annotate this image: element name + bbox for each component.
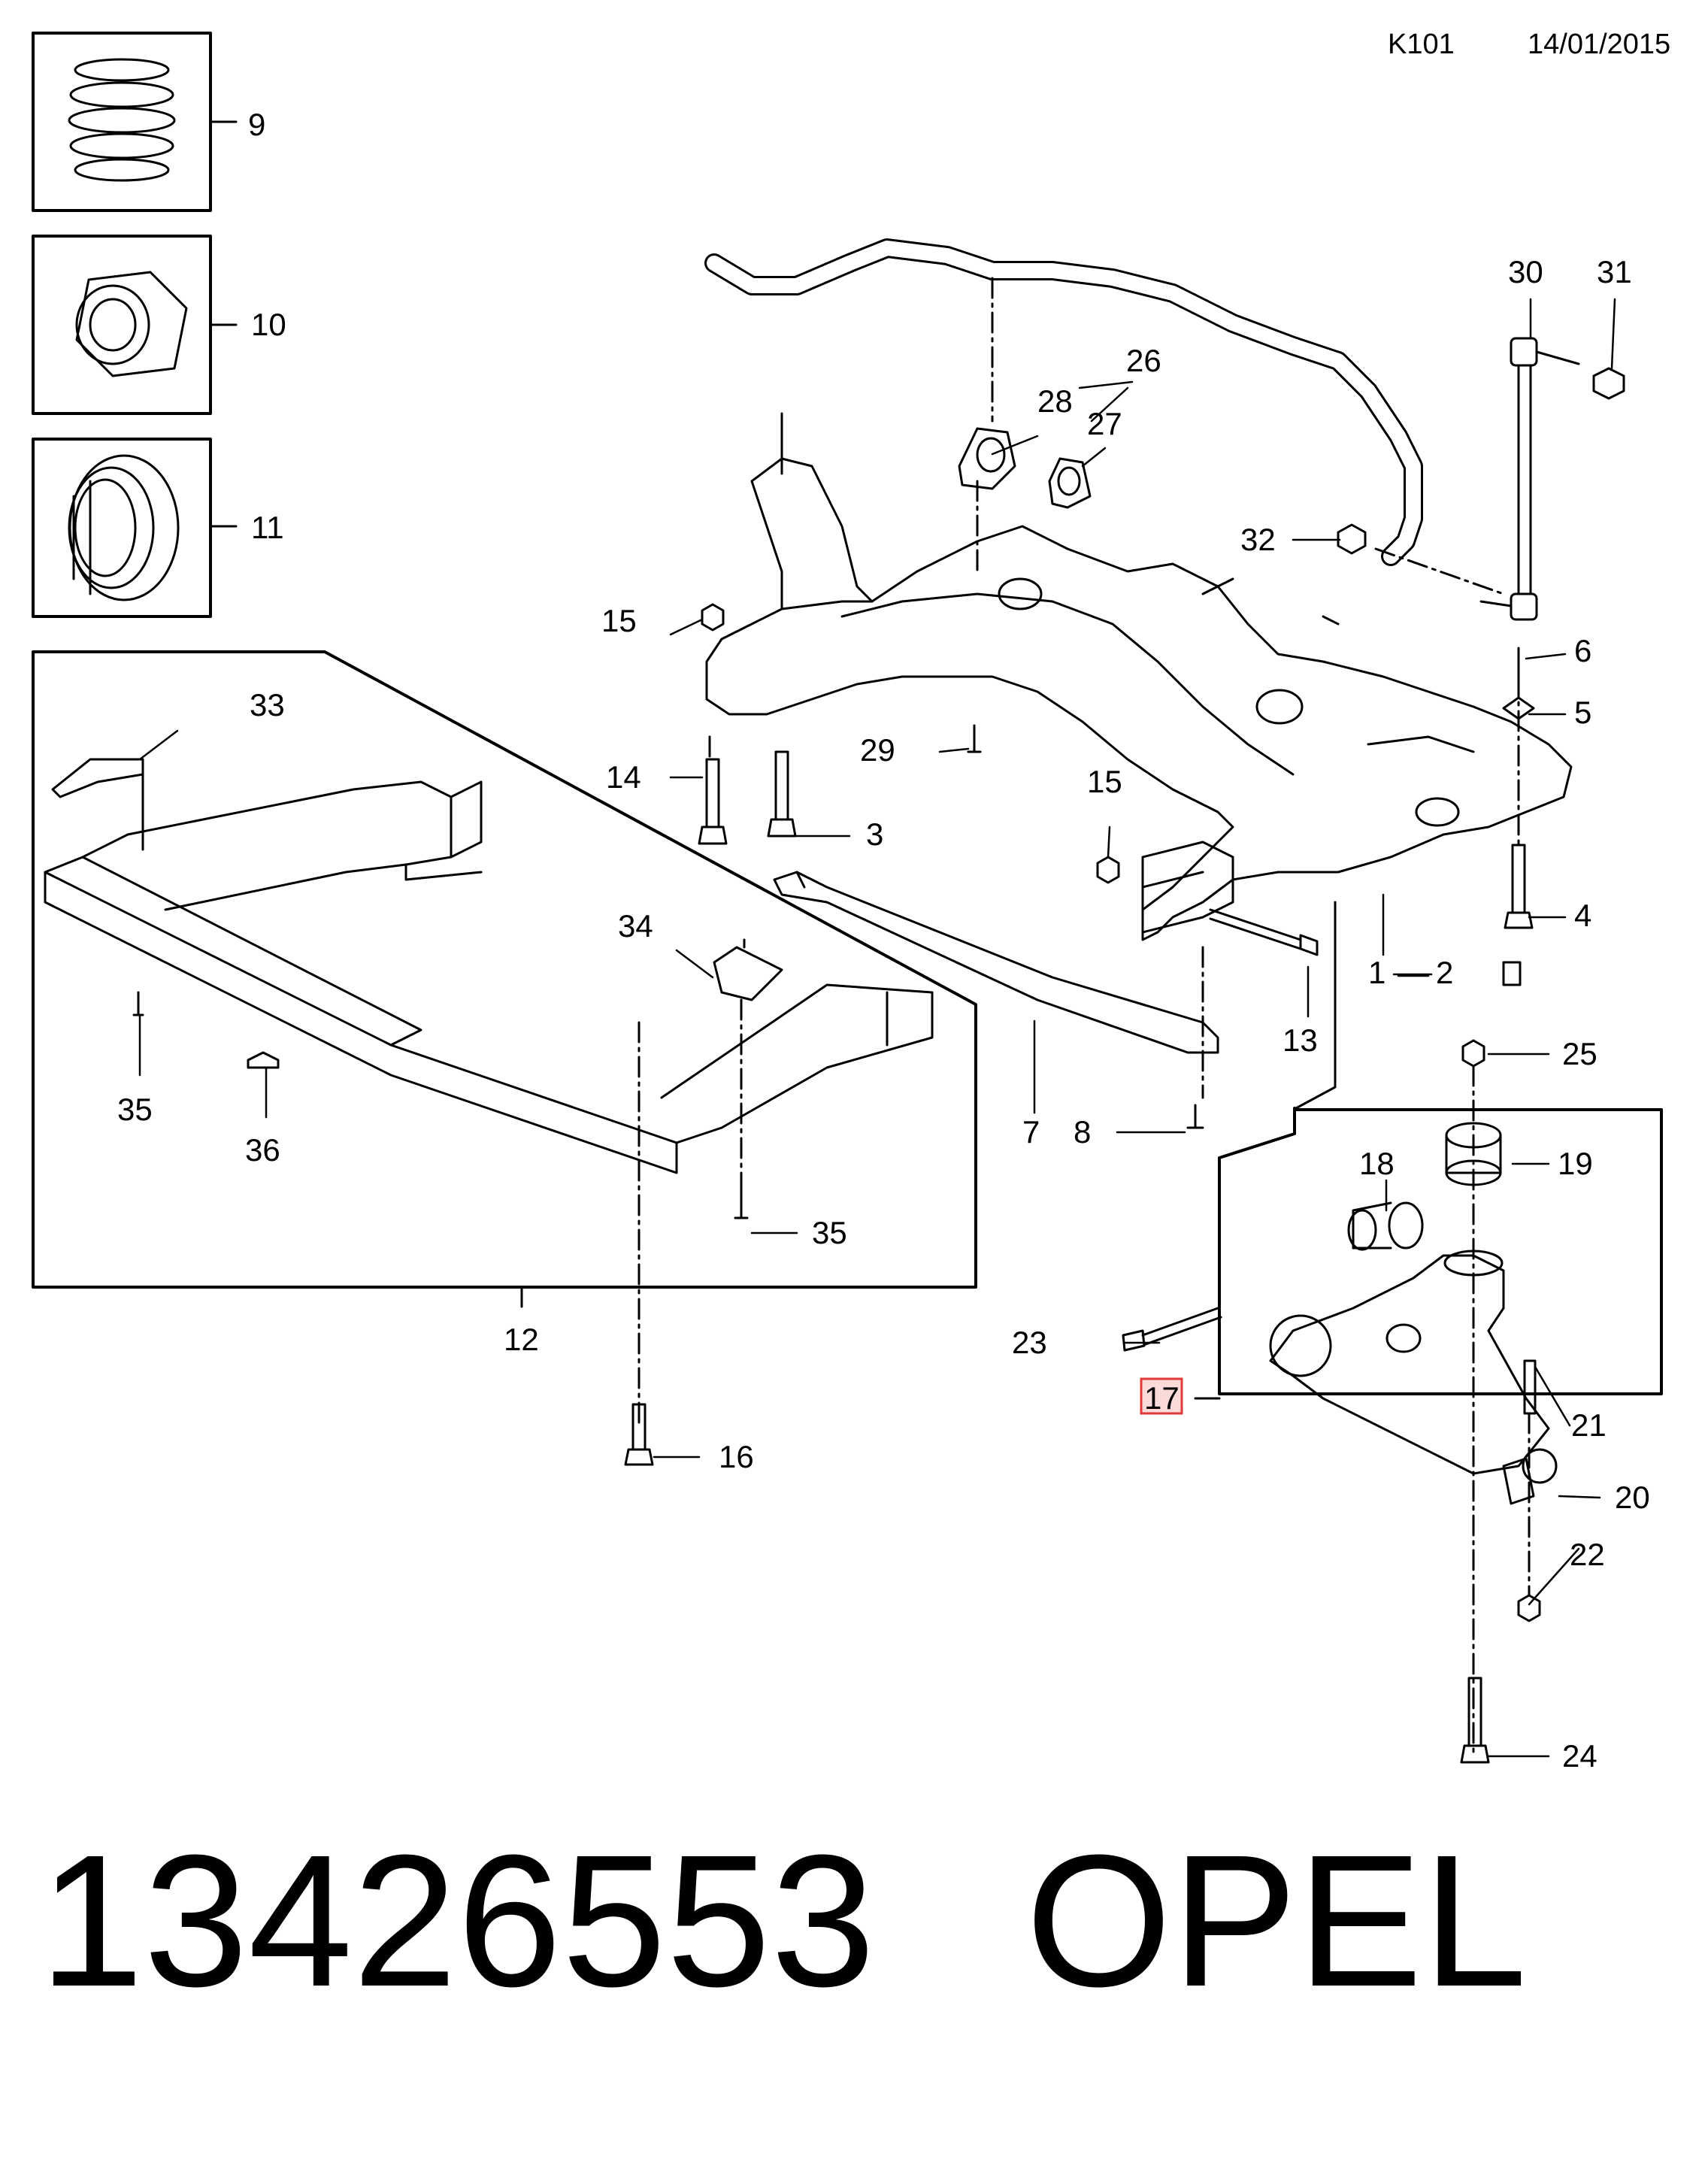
bolt-icon-16 <box>624 1403 654 1466</box>
callout-27: 27 <box>1087 406 1122 441</box>
stabilizer-link-icon <box>1479 337 1580 621</box>
callout-32: 32 <box>1240 522 1276 557</box>
hex-nut-icon <box>75 271 188 377</box>
callout-3: 3 <box>866 816 883 852</box>
screw-icon-35-right <box>734 1171 749 1219</box>
bushing-icon-18 <box>1347 1201 1424 1251</box>
ball-joint-icon-20 <box>1502 1448 1558 1505</box>
brace-icon <box>773 871 1219 1099</box>
lower-control-arm-icon <box>1269 1250 1550 1475</box>
nut-icon-15-left <box>701 603 725 632</box>
callout-26: 26 <box>1126 343 1161 378</box>
screw-icon-35-left <box>132 991 144 1016</box>
callout-4: 4 <box>1574 898 1591 933</box>
callout-25: 25 <box>1562 1036 1597 1071</box>
part-number: 13426553 <box>39 1816 876 2025</box>
bolt-icon-4 <box>1504 844 1534 929</box>
bolt-icon-21 <box>1523 1359 1537 1415</box>
callout-2: 2 <box>1436 955 1453 990</box>
bolt-icon-14 <box>698 758 728 845</box>
callout-6: 6 <box>1574 633 1591 668</box>
callout-18: 18 <box>1359 1146 1395 1181</box>
callout-numbers: 1 2 3 4 5 6 7 8 9 10 11 12 13 14 15 15 1… <box>117 107 1650 1774</box>
clip-icon-36 <box>247 1051 280 1069</box>
callout-5: 5 <box>1574 695 1591 730</box>
callout-23: 23 <box>1012 1325 1047 1360</box>
callout-34: 34 <box>618 908 653 944</box>
callout-35-left: 35 <box>117 1092 153 1127</box>
callout-29: 29 <box>860 732 895 768</box>
callout-21: 21 <box>1571 1407 1607 1443</box>
nut-icon-22 <box>1517 1594 1541 1622</box>
stabilizer-bushing-icon <box>958 427 1016 490</box>
callout-31: 31 <box>1597 254 1632 289</box>
exploded-parts-diagram: 1 2 3 4 5 6 7 8 9 10 11 12 13 14 15 15 1… <box>32 32 1663 1774</box>
washer-icon-5 <box>1502 696 1535 720</box>
callout-16: 16 <box>719 1439 754 1474</box>
callout-17: 17 <box>1144 1380 1180 1416</box>
coil-spring-panel <box>32 32 238 212</box>
callout-15-right: 15 <box>1087 764 1122 799</box>
bracket-icon-34 <box>713 938 783 1001</box>
screw-icon-29 <box>967 724 982 753</box>
spring-seat-panel <box>32 438 238 618</box>
bolt-icon-3 <box>767 750 797 838</box>
callout-28: 28 <box>1037 383 1073 419</box>
callout-24: 24 <box>1562 1738 1597 1774</box>
callout-9: 9 <box>248 107 265 142</box>
callout-36: 36 <box>245 1132 280 1168</box>
callout-15-left: 15 <box>601 603 637 638</box>
bracket-icon-33 <box>51 758 144 851</box>
callout-20: 20 <box>1615 1480 1650 1515</box>
callout-30: 30 <box>1508 254 1543 289</box>
callout-11: 11 <box>251 510 284 545</box>
nut-icon-25 <box>1461 1039 1485 1068</box>
control-arm-panel-17 <box>1194 901 1663 1753</box>
screw-icon-8 <box>1186 1104 1204 1129</box>
nut-panel <box>32 235 238 415</box>
callout-10: 10 <box>251 307 286 342</box>
bolt-icon-13 <box>1209 908 1319 956</box>
nut-icon-32 <box>1337 523 1367 555</box>
stabilizer-bar-icon <box>704 238 1423 566</box>
callout-7: 7 <box>1022 1114 1040 1150</box>
callout-35-right: 35 <box>812 1215 847 1250</box>
spring-seat-icon <box>68 454 180 601</box>
callout-8: 8 <box>1074 1114 1091 1150</box>
callout-13: 13 <box>1283 1022 1318 1058</box>
bolt-icon-23 <box>1122 1307 1222 1352</box>
front-crossmember-icon <box>44 780 934 1174</box>
bushing-clamp-icon <box>1048 457 1092 509</box>
crossmember-panel-12 <box>32 650 977 1430</box>
screw-icon-2 <box>1502 961 1522 986</box>
coil-spring-icon <box>68 58 176 182</box>
callout-22: 22 <box>1570 1537 1605 1572</box>
brand-name: OPEL <box>1025 1816 1528 2025</box>
callout-1: 1 <box>1368 955 1385 990</box>
subframe-icon <box>705 412 1573 941</box>
nut-icon-15-right <box>1096 856 1120 884</box>
callout-33: 33 <box>250 687 285 722</box>
leader-lines <box>138 298 1616 1758</box>
nut-icon-31 <box>1592 367 1625 400</box>
callout-14: 14 <box>606 759 641 795</box>
bolt-icon-24 <box>1460 1677 1490 1764</box>
callout-19: 19 <box>1558 1146 1593 1181</box>
highlight-box-17 <box>1140 1377 1183 1415</box>
diagram-code: K101 <box>1388 29 1455 60</box>
diagram-date: 14/01/2015 <box>1528 29 1671 60</box>
callout-12: 12 <box>504 1322 539 1357</box>
